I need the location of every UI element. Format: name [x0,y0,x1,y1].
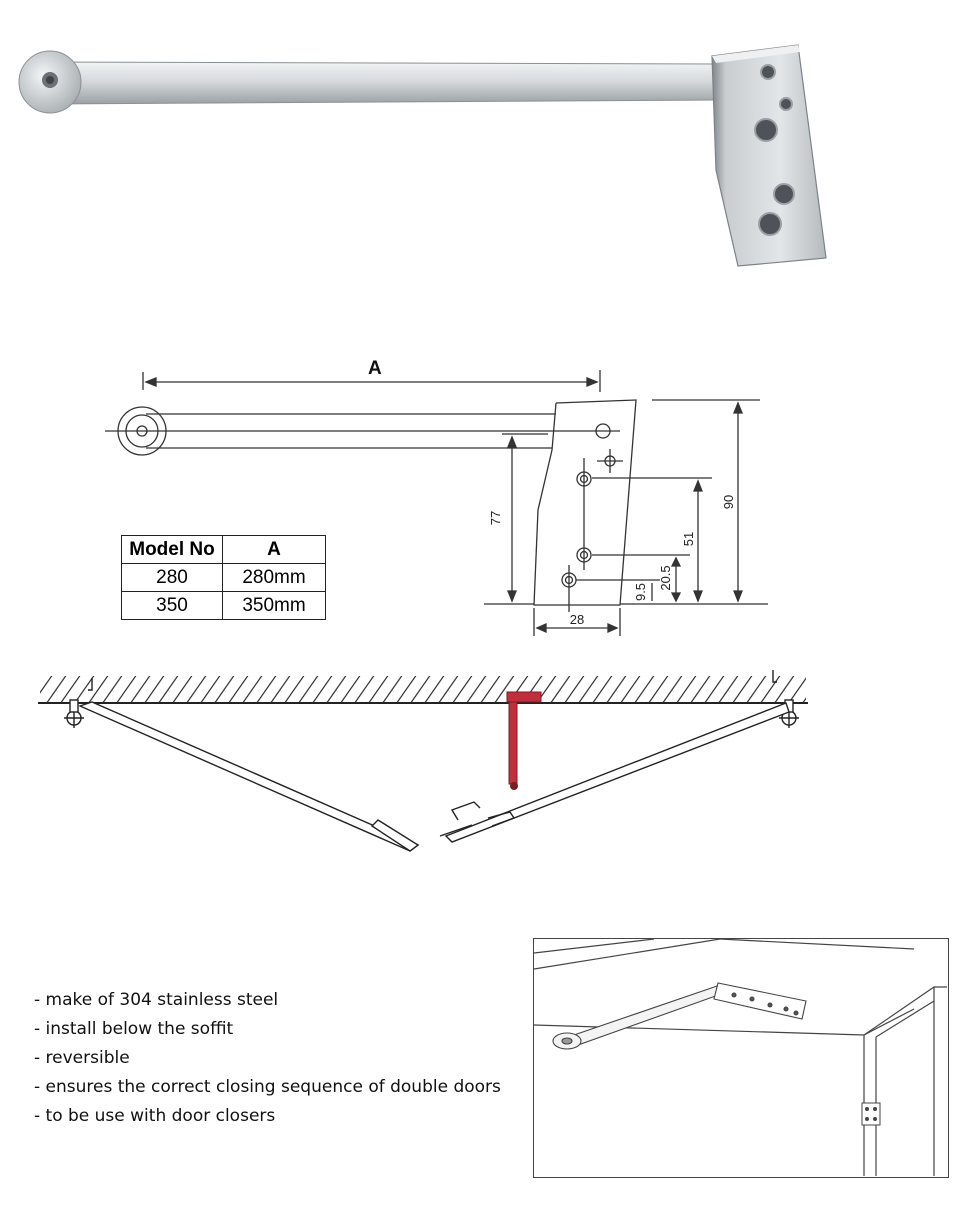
feature-item: - install below the soffit [34,1019,234,1039]
coordinator-arm-illustration [18,44,827,267]
installation-sketch [533,938,949,1178]
table-row: 280 280mm [121,563,326,592]
right-door-leaf [439,702,790,843]
product-photo [0,0,960,290]
left-hinge-icon [64,678,93,728]
coordinator-arm-icon [506,691,542,790]
dimension-label-51: 51 [681,532,696,546]
dimension-label-20-5: 20.5 [658,565,673,590]
double-door-diagram-svg [38,670,808,852]
sketch-arm-icon [552,982,807,1050]
dimension-label-77: 77 [488,511,503,525]
model-table: Model No A 280 280mm 350 350mm [121,535,326,620]
length-a-cell: 350mm [222,591,326,620]
installation-sketch-svg [534,939,947,1176]
model-table-header-a: A [222,535,326,564]
sketch-hinge-icon [861,1102,881,1126]
dimension-drawing: A 77 90 51 20.5 9.5 28 [0,330,960,650]
table-row: 350 350mm [121,591,326,620]
length-a-cell: 280mm [222,563,326,592]
model-table-header-model: Model No [121,535,223,564]
model-number-cell: 280 [121,563,223,592]
dimension-label-90: 90 [721,495,736,509]
dimension-label-a: A [368,358,382,379]
dimension-label-28: 28 [570,612,584,627]
left-door-leaf [78,701,420,852]
dimension-label-9-5: 9.5 [633,583,648,601]
feature-item: - to be use with door closers [34,1106,276,1126]
feature-list: - make of 304 stainless steel - install … [34,986,501,1131]
soffit-hatching [40,676,806,702]
feature-item: - make of 304 stainless steel [34,990,279,1010]
double-door-diagram [0,660,960,860]
dimension-drawing-svg: A 77 90 51 20.5 9.5 28 [105,358,768,636]
model-table-header-row: Model No A [121,535,326,564]
model-number-cell: 350 [121,591,223,620]
feature-item: - reversible [34,1048,130,1068]
feature-item: - ensures the correct closing sequence o… [34,1077,501,1097]
